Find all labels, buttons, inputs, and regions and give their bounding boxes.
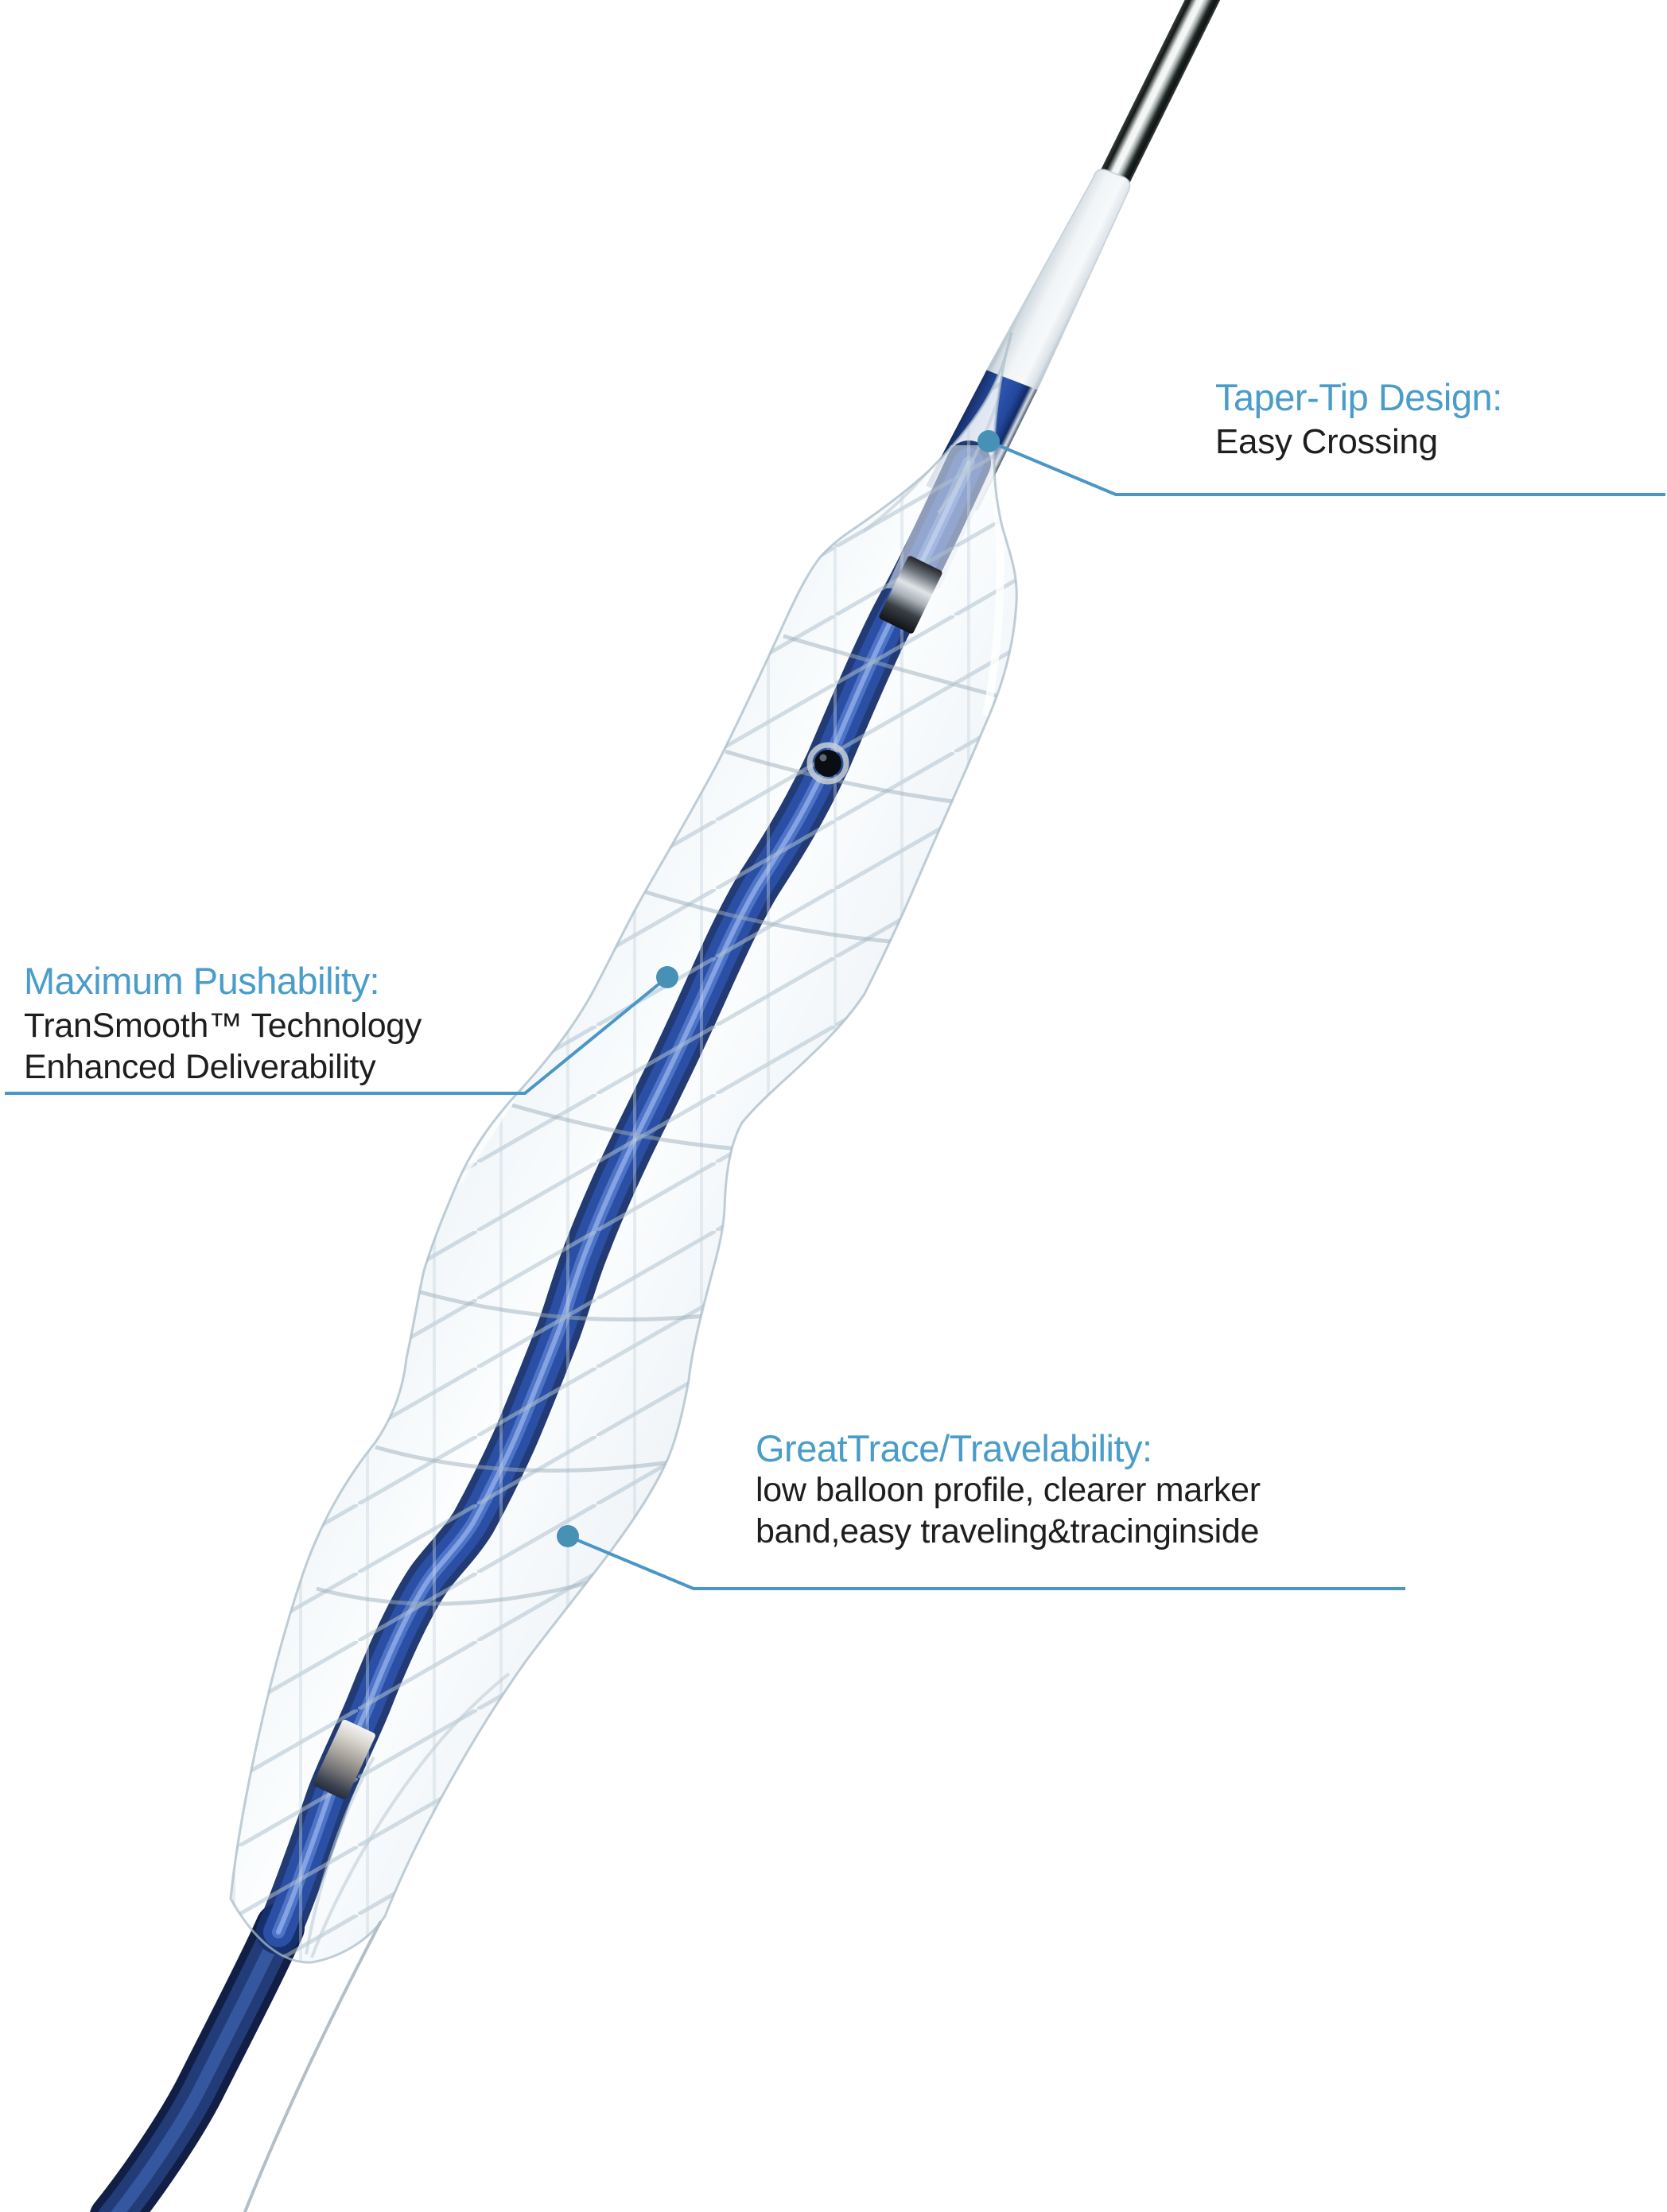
callout-dots <box>557 430 1000 1547</box>
guidewire <box>1092 0 1222 201</box>
guidewire-port <box>806 742 849 785</box>
marker-band-distal <box>879 556 942 634</box>
annotation-pushability-line2: Enhanced Deliverability <box>24 1048 376 1086</box>
taper-tip <box>984 169 1131 394</box>
annotation-pushability-line1: TranSmooth™ Technology <box>24 1007 422 1045</box>
callout-dot-travelability <box>557 1525 579 1547</box>
callout-dot-pushability <box>656 966 678 988</box>
annotation-travelability: GreatTrace/Travelability: low balloon pr… <box>756 1428 1261 1552</box>
tail-fold <box>310 1672 511 1958</box>
leader-line-pushability <box>5 976 669 1095</box>
annotation-pushability: Maximum Pushability: TranSmooth™ Technol… <box>24 960 422 1088</box>
annotation-travelability-line1: low balloon profile, clearer marker <box>756 1471 1261 1509</box>
leader-lines <box>5 440 1665 1590</box>
stent-mesh <box>231 332 1017 1963</box>
annotation-travelability-title: GreatTrace/Travelability: <box>756 1427 1152 1469</box>
leader-line-travelability <box>567 1535 1405 1590</box>
balloon-highlight <box>982 500 1004 716</box>
annotation-pushability-title: Maximum Pushability: <box>24 960 380 1002</box>
annotation-taper-tip-title: Taper-Tip Design: <box>1215 376 1502 418</box>
balloon-outline <box>229 332 1018 1964</box>
balloon-highlight <box>453 1096 515 1187</box>
tail-fold <box>305 1756 375 1955</box>
marker-band-proximal <box>313 1719 375 1800</box>
annotation-travelability-line2: band,easy traveling&tracinginside <box>756 1512 1260 1550</box>
catheter-shaft-proximal <box>90 1903 382 2212</box>
leader-line-taper-tip <box>988 440 1665 496</box>
cone-fold <box>937 397 1001 514</box>
callout-dot-taper-tip <box>977 430 1000 452</box>
balloon-neck-crease <box>243 1921 382 2212</box>
annotation-taper-tip: Taper-Tip Design: Easy Crossing <box>1215 375 1502 464</box>
annotation-taper-tip-line: Easy Crossing <box>1215 422 1438 461</box>
